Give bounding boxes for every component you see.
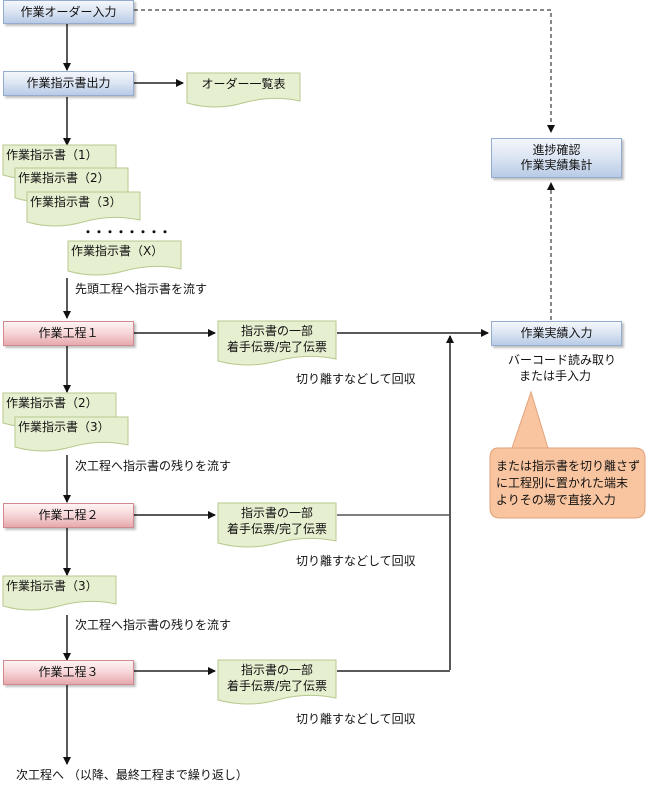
dashed-connector-order-to-progress (134, 9, 555, 133)
callout-line-3: よりその場で直接入力 (496, 493, 616, 507)
progress-label-2: 作業実績集計 (520, 158, 593, 172)
process-2-box: 作業工程２ (3, 503, 134, 528)
slip-1-line-2: 着手伝票/完了伝票 (226, 340, 328, 354)
process-2-label: 作業工程２ (38, 508, 99, 522)
remaining-doc-3b-label: 作業指示書（3） (6, 579, 98, 593)
instruction-doc-x: 作業指示書（X） (67, 240, 182, 277)
remaining-doc-3-label: 作業指示書（3） (18, 420, 110, 434)
slip-2-line-2: 着手伝票/完了伝票 (226, 522, 328, 536)
instruction-doc-3: 作業指示書（3） (26, 191, 141, 228)
instruction-output-label: 作業指示書出力 (26, 76, 111, 90)
order-input-label: 作業オーダー入力 (20, 4, 117, 19)
collect-note-2: 切り離すなどして回収 (296, 554, 416, 568)
collect-note-3: 切り離すなどして回収 (296, 712, 416, 726)
slip-document-2: 指示書の一部 着手伝票/完了伝票 (217, 502, 337, 549)
slip-3-line-1: 指示書の一部 (240, 663, 313, 677)
order-list-document: オーダー一覧表 (186, 72, 301, 109)
next-process-note: 次工程へ （以降、最終工程まで繰り返し） (16, 768, 248, 782)
instruction-doc-3-label: 作業指示書（3） (30, 195, 122, 209)
callout-text: または指示書を切り離さず に工程別に置かれた端末 よりその場で直接入力 (496, 458, 646, 509)
slip-document-3: 指示書の一部 着手伝票/完了伝票 (217, 659, 337, 706)
remaining-doc-3: 作業指示書（3） (14, 416, 129, 453)
remaining-doc-2-label: 作業指示書（2） (6, 396, 98, 410)
result-input-label: 作業実績入力 (520, 326, 593, 340)
collect-note-1: 切り離すなどして回収 (296, 372, 416, 386)
slip-2-line-1: 指示書の一部 (240, 506, 313, 520)
instruction-output-box: 作業指示書出力 (3, 71, 134, 96)
progress-label-1: 進捗確認 (532, 143, 581, 157)
process-3-box: 作業工程３ (3, 660, 134, 685)
result-method-line-1: バーコード読み取り (508, 353, 617, 367)
process-1-box: 作業工程１ (3, 321, 134, 346)
slip-document-1: 指示書の一部 着手伝票/完了伝票 (217, 320, 337, 367)
result-method-line-2: または手入力 (519, 369, 592, 383)
order-input-box: 作業オーダー入力 (3, 0, 134, 24)
remaining-doc-3b: 作業指示書（3） (2, 575, 117, 612)
flow-first-note: 先頭工程へ指示書を流す (75, 282, 208, 296)
callout-bubble (489, 390, 646, 519)
flow-rest-note-1: 次工程へ指示書の残りを流す (75, 459, 232, 473)
process-1-label: 作業工程１ (38, 326, 99, 340)
callout-line-1: または指示書を切り離さず (496, 459, 641, 473)
instruction-doc-1-label: 作業指示書（1） (6, 148, 98, 162)
progress-check-box: 進捗確認 作業実績集計 (491, 138, 622, 178)
flow-rest-note-2: 次工程へ指示書の残りを流す (75, 618, 232, 632)
callout-line-2: に工程別に置かれた端末 (496, 476, 629, 490)
process-3-label: 作業工程３ (38, 665, 99, 679)
order-list-label: オーダー一覧表 (201, 77, 286, 91)
result-input-box: 作業実績入力 (491, 321, 622, 346)
instruction-doc-2-label: 作業指示書（2） (18, 171, 110, 185)
ellipsis: ・・・・・・・・ (82, 225, 171, 239)
slip-3-line-2: 着手伝票/完了伝票 (226, 679, 328, 693)
instruction-doc-x-label: 作業指示書（X） (71, 244, 164, 258)
slip-1-line-1: 指示書の一部 (240, 324, 313, 338)
